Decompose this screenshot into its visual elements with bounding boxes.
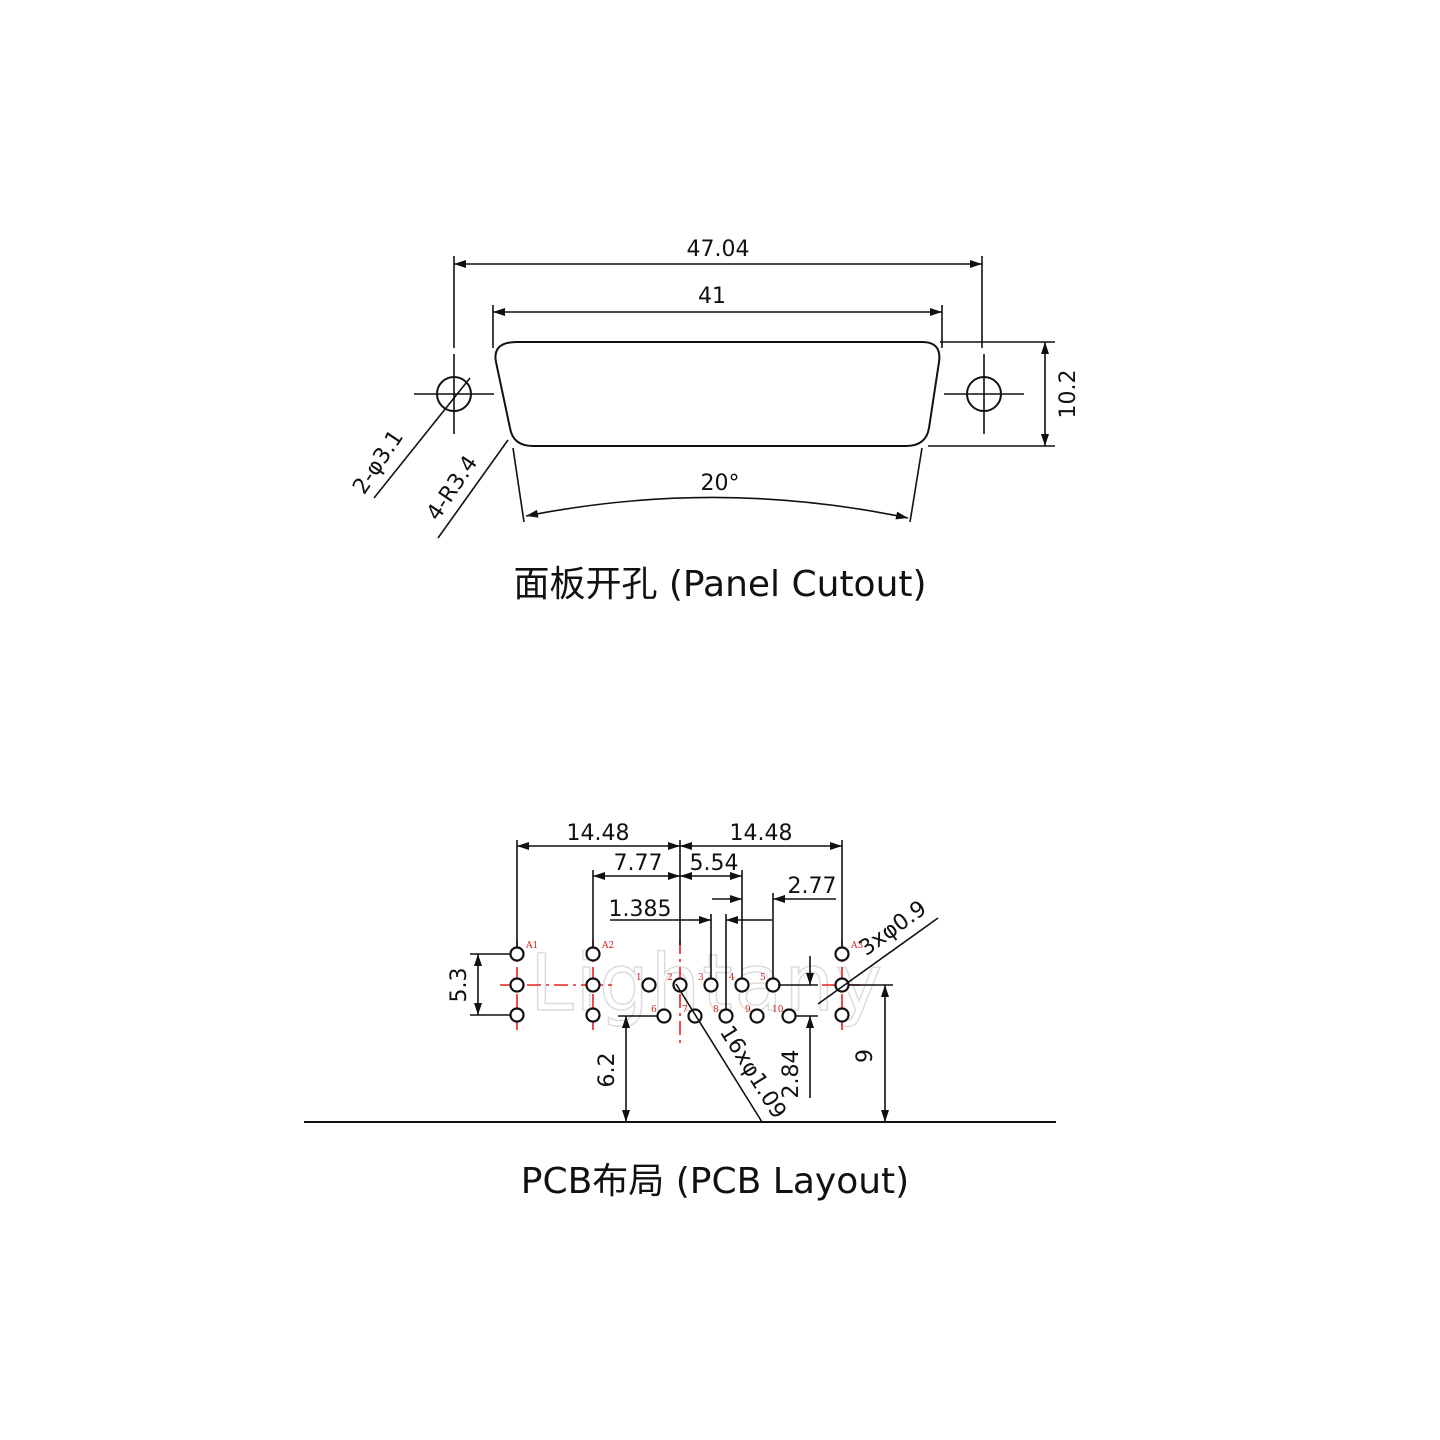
dim-text-6-2: 6.2 (595, 1053, 620, 1088)
pin-label-10: 10 (772, 1005, 784, 1015)
dimension-left-span: 14.48 (516, 821, 681, 948)
dimension-5-54: 5.54 (680, 851, 743, 978)
dimension-9: 9 (848, 984, 893, 1122)
pin-label-7: 7 (682, 1005, 688, 1015)
pin-label-4: 4 (729, 973, 735, 983)
pcb-layout-caption: PCB布局 (PCB Layout) (521, 1161, 909, 1202)
dim-text-1-385: 1.385 (609, 897, 672, 922)
dimension-side-angle: 20° (512, 447, 923, 523)
dim-text-cutout-width: 41 (698, 284, 726, 309)
pin-label-9: 9 (745, 1005, 751, 1015)
hole-group-a1 (509, 946, 525, 1023)
mounting-hole-right (944, 354, 1024, 434)
dimension-6-2: 6.2 (595, 1015, 658, 1122)
dimension-cutout-height: 10.2 (928, 341, 1081, 447)
pin-label-6: 6 (651, 1005, 657, 1015)
hole-group-a2 (585, 946, 601, 1023)
dim-text-2-77: 2.77 (788, 874, 837, 899)
dim-text-large-holes: 3xφ0.9 (855, 896, 932, 961)
pin-label-2: 2 (667, 973, 673, 983)
dimension-7-77: 7.77 (592, 851, 680, 948)
pin-label-5: 5 (760, 973, 766, 983)
dimension-2-84: 2.84 (778, 956, 818, 1098)
dim-text-5-54: 5.54 (690, 851, 739, 876)
dim-text-right-span: 14.48 (730, 821, 793, 846)
dim-text-7-77: 7.77 (614, 851, 663, 876)
dim-text-side-angle: 20° (701, 471, 740, 496)
pin-label-a1: A1 (525, 941, 538, 951)
dim-text-overall-width: 47.04 (687, 237, 750, 262)
pin-labels: A1 A2 A3 1 2 3 4 5 6 7 8 9 10 (525, 941, 863, 1015)
dim-text-left-span: 14.48 (567, 821, 630, 846)
pin-label-8: 8 (713, 1005, 719, 1015)
dim-text-hole-diameter: 2-φ3.1 (348, 426, 409, 499)
pin-label-a2: A2 (601, 941, 614, 951)
dim-text-cutout-height: 10.2 (1056, 370, 1081, 419)
dim-text-2-84: 2.84 (779, 1050, 804, 1099)
panel-cutout-view: 47.04 41 10.2 20° 2-φ3.1 (348, 237, 1081, 605)
panel-cutout-caption: 面板开孔 (Panel Cutout) (513, 564, 926, 605)
dim-text-5-3: 5.3 (447, 968, 472, 1003)
pin-label-a3: A3 (850, 941, 863, 951)
dimension-overall-width: 47.04 (453, 237, 983, 348)
pin-label-1: 1 (636, 973, 642, 983)
dimension-5-3: 5.3 (447, 953, 511, 1016)
mounting-hole-left (414, 354, 494, 434)
pin-label-3: 3 (698, 973, 704, 983)
leader-corner-radius: 4-R3.4 (422, 439, 509, 539)
pcb-layout-view: Lightany (304, 821, 1056, 1202)
dim-text-9: 9 (853, 1049, 878, 1063)
signal-pin-holes (641, 977, 797, 1024)
d-sub-cutout-outline (494, 341, 941, 447)
dimension-cutout-width: 41 (492, 284, 943, 348)
dimension-right-span: 14.48 (680, 821, 843, 948)
dimension-2-77: 2.77 (712, 874, 836, 978)
dimension-1-385: 1.385 (609, 897, 772, 1009)
